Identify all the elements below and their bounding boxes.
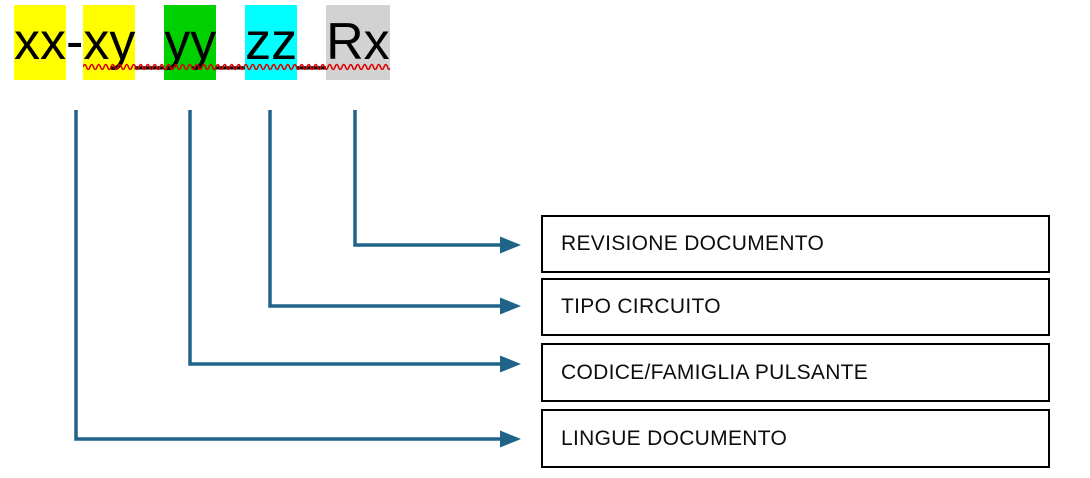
code-separator-hyphen: - [66, 13, 84, 71]
label-box-lingue-documento: LINGUE DOCUMENTO [541, 409, 1050, 468]
connector-rx-to-revisione [353, 110, 521, 254]
code-separator-underscore: _ [216, 13, 246, 71]
code-segment-xx: xx [14, 5, 66, 80]
label-box-tipo-circuito: TIPO CIRCUITO [541, 278, 1050, 336]
connector-yy-to-codice-famiglia [188, 110, 521, 373]
code-separator-underscore: _ [297, 13, 327, 71]
label-text: LINGUE DOCUMENTO [561, 426, 788, 450]
connector-line-rx [353, 110, 503, 247]
label-text: TIPO CIRCUITO [561, 295, 721, 318]
connector-xx-to-lingue [74, 110, 521, 448]
misspelled-text-group: xy_yy_zz_Rx [83, 5, 390, 80]
label-box-codice-famiglia-pulsante: CODICE/FAMIGLIA PULSANTE [541, 343, 1050, 402]
connector-line-xx [74, 110, 503, 441]
label-box-revisione-documento: REVISIONE DOCUMENTO [541, 215, 1050, 273]
label-text: CODICE/FAMIGLIA PULSANTE [561, 360, 869, 384]
code-segment-yy: yy [164, 5, 217, 80]
arrowhead-yy [500, 355, 521, 373]
code-segment-zz: zz [245, 5, 298, 80]
code-segment-rx: Rx [326, 5, 390, 80]
arrowhead-rx [500, 236, 521, 254]
filename-code: xx-xy_yy_zz_Rx [14, 5, 390, 80]
connector-line-yy [188, 110, 503, 366]
connector-line-zz [268, 110, 503, 308]
arrowhead-xx [500, 430, 521, 448]
label-text: REVISIONE DOCUMENTO [561, 232, 825, 255]
code-segment-xy: xy [83, 5, 136, 80]
connector-zz-to-tipo-circuito [268, 110, 521, 315]
code-separator-underscore: _ [135, 13, 165, 71]
arrowhead-zz [500, 297, 521, 315]
